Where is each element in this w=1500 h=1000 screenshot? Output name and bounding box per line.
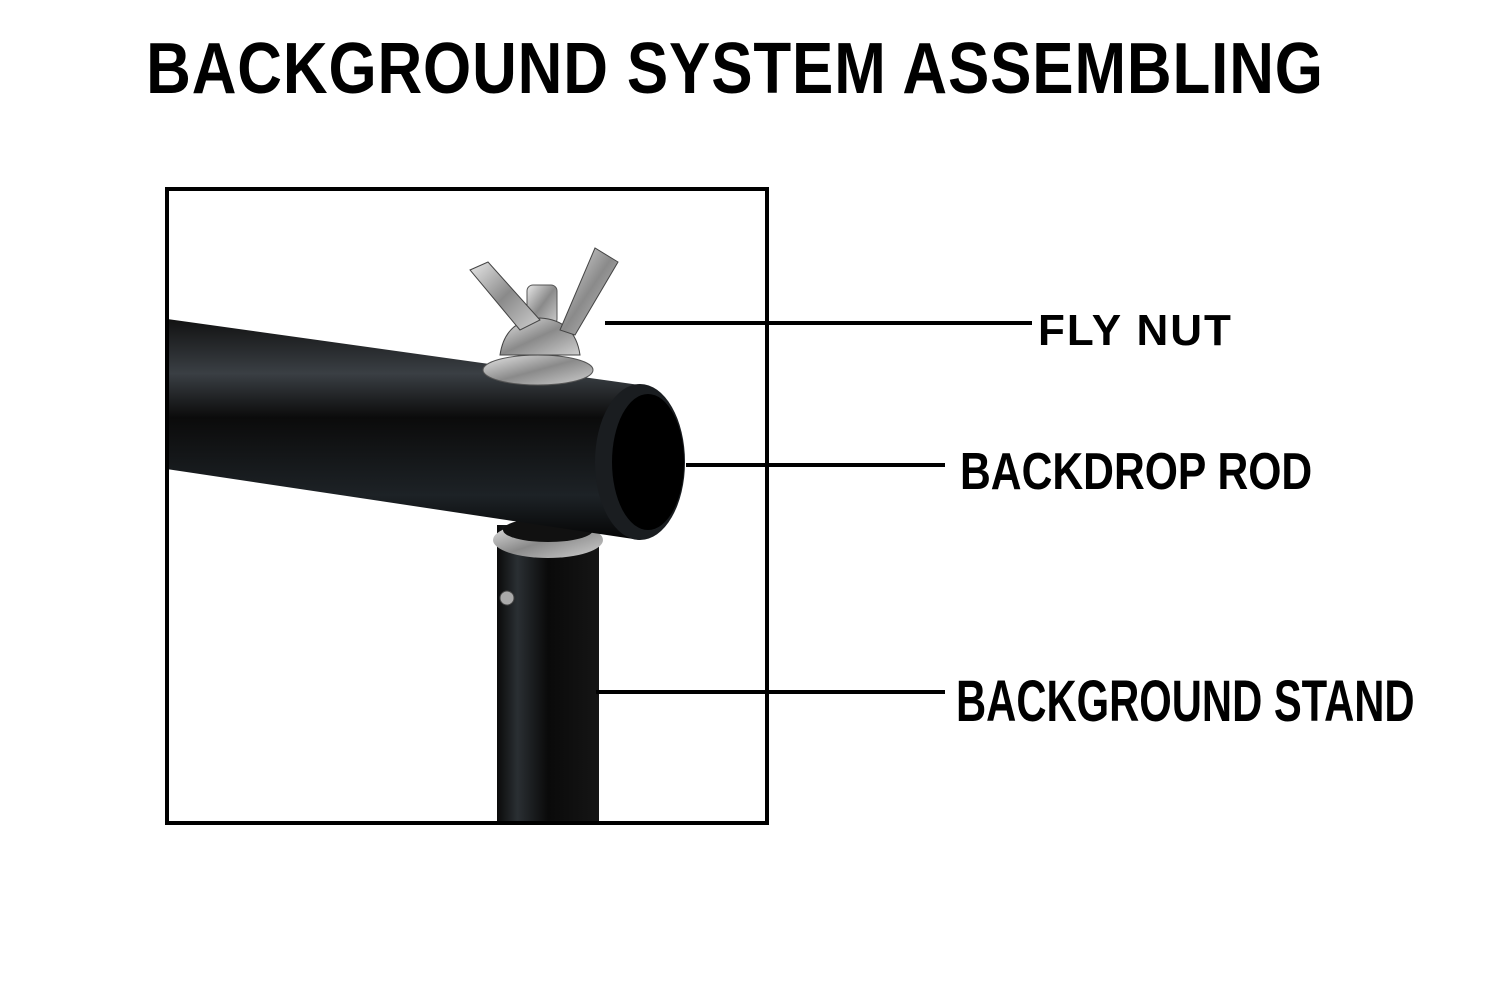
detail-frame [165, 187, 769, 825]
diagram-title: BACKGROUND SYSTEM ASSEMBLING [146, 29, 1324, 109]
background-stand-tube [497, 525, 599, 821]
label-backdrop-rod: BACKDROP ROD [960, 443, 1313, 501]
label-fly-nut: FLY NUT [1038, 306, 1233, 355]
label-background-stand: BACKGROUND STAND [956, 669, 1415, 734]
rod-end-inner [612, 394, 684, 530]
stand-screw [499, 590, 515, 606]
wing-nut-left-wing [469, 261, 541, 331]
washer [482, 354, 594, 386]
wing-nut-right-wing [559, 247, 619, 336]
